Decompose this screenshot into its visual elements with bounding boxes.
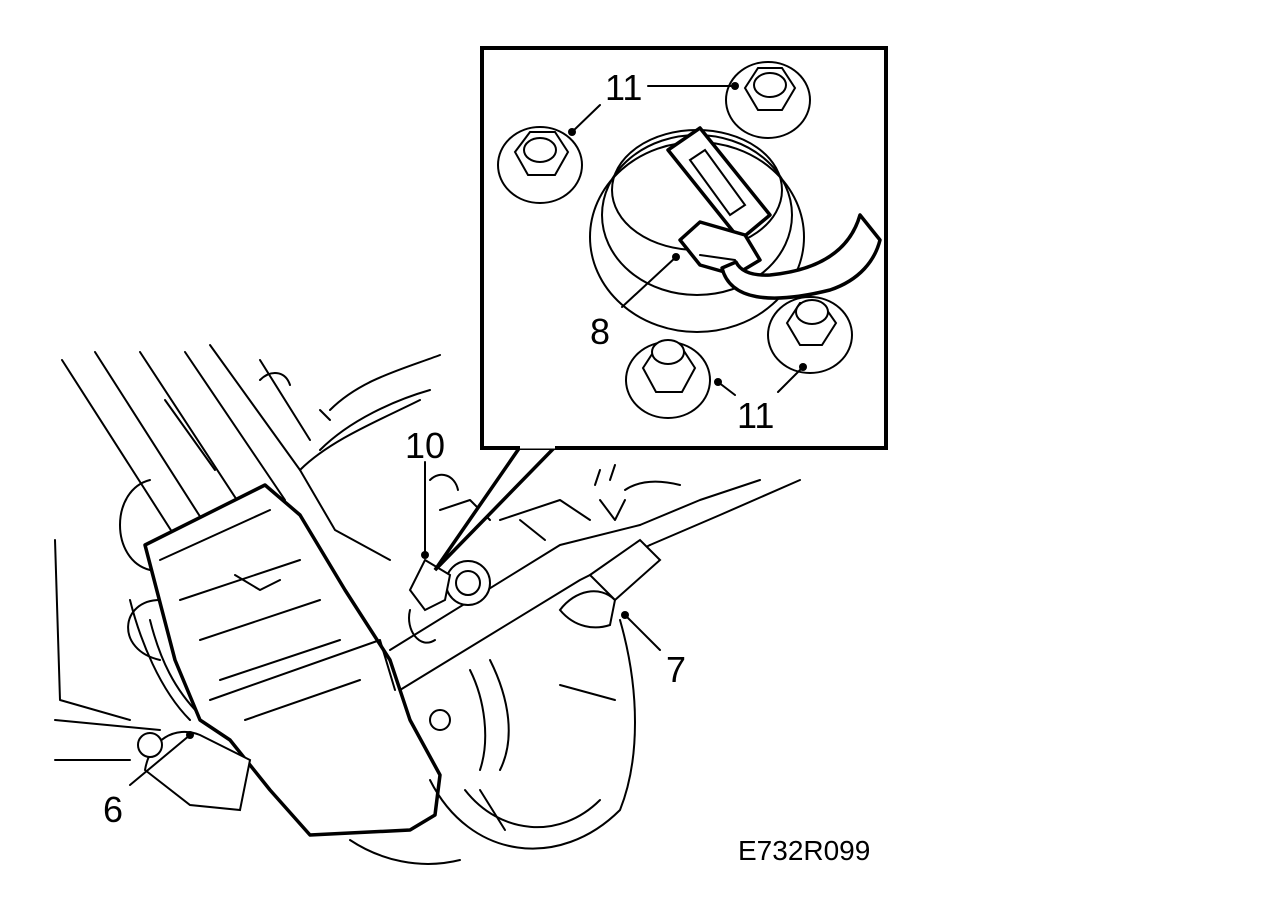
label-7: 7: [666, 649, 687, 690]
detail-inset: [433, 46, 888, 572]
nut-bottom-right: [767, 296, 853, 374]
label-11-bottom: 11: [737, 395, 775, 436]
suspension-assembly: [54, 344, 801, 865]
label-6: 6: [103, 789, 124, 830]
leader-lines: [129, 461, 661, 786]
nut-top-right: [725, 61, 811, 139]
nut-top-left: [497, 126, 583, 204]
label-10: 10: [405, 425, 446, 466]
label-11-top: 11: [605, 67, 643, 108]
figure-code: E732R099: [738, 835, 871, 866]
nut-bottom-left: [625, 339, 711, 419]
label-8: 8: [590, 311, 611, 352]
